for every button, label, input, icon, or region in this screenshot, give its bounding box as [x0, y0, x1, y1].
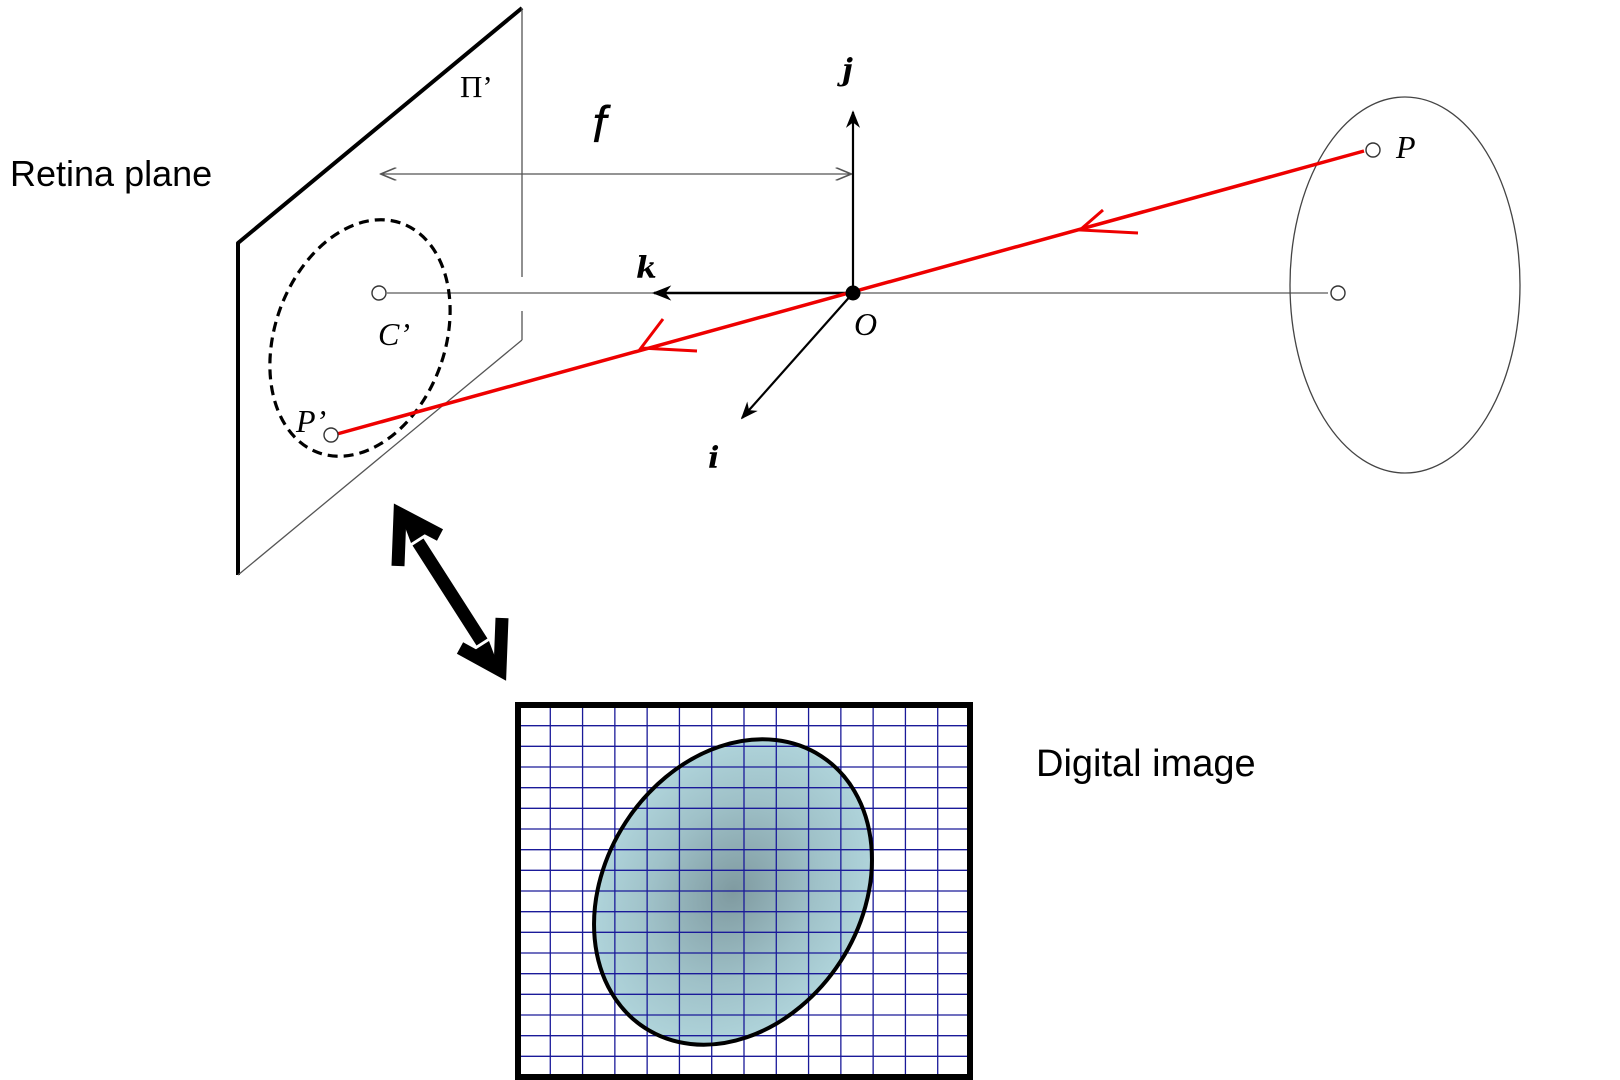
camera-axes	[652, 110, 861, 420]
point-P-image-label: P’	[295, 403, 326, 439]
digital-image-ellipse-outline	[592, 737, 874, 1047]
dashed-image-ellipse	[268, 218, 452, 458]
digital-image-label: Digital image	[1036, 743, 1256, 785]
digital-image-ellipse	[594, 739, 872, 1045]
pixel-grid	[518, 705, 970, 1075]
object-circle	[1289, 96, 1521, 474]
c-prime-point	[371, 285, 387, 301]
axis-j-label: j	[837, 53, 853, 88]
focal-length-label: f	[592, 96, 611, 154]
axis-i-label: i	[708, 441, 719, 476]
image-plane-label: Π’	[460, 69, 493, 104]
point-C-image-label: C’	[378, 316, 410, 352]
point-P-image	[323, 427, 339, 443]
point-P	[1365, 142, 1381, 158]
digital-image	[515, 702, 973, 1080]
axis-far-point	[1330, 285, 1346, 301]
optical-axis	[371, 285, 1346, 301]
origin-label: O	[854, 306, 877, 342]
retina-plane	[236, 6, 524, 576]
retina-plane-label: Retina plane	[10, 153, 212, 194]
ray-arrowhead-lower	[638, 318, 698, 353]
point-P-label: P	[1395, 129, 1416, 165]
digital-image-frame	[515, 702, 973, 1080]
ray-arrowhead-upper	[1076, 208, 1139, 235]
origin-point	[845, 285, 861, 301]
axis-i-line	[740, 292, 854, 420]
correspondence-arrow	[391, 503, 509, 681]
axis-k-label: k	[636, 251, 657, 286]
